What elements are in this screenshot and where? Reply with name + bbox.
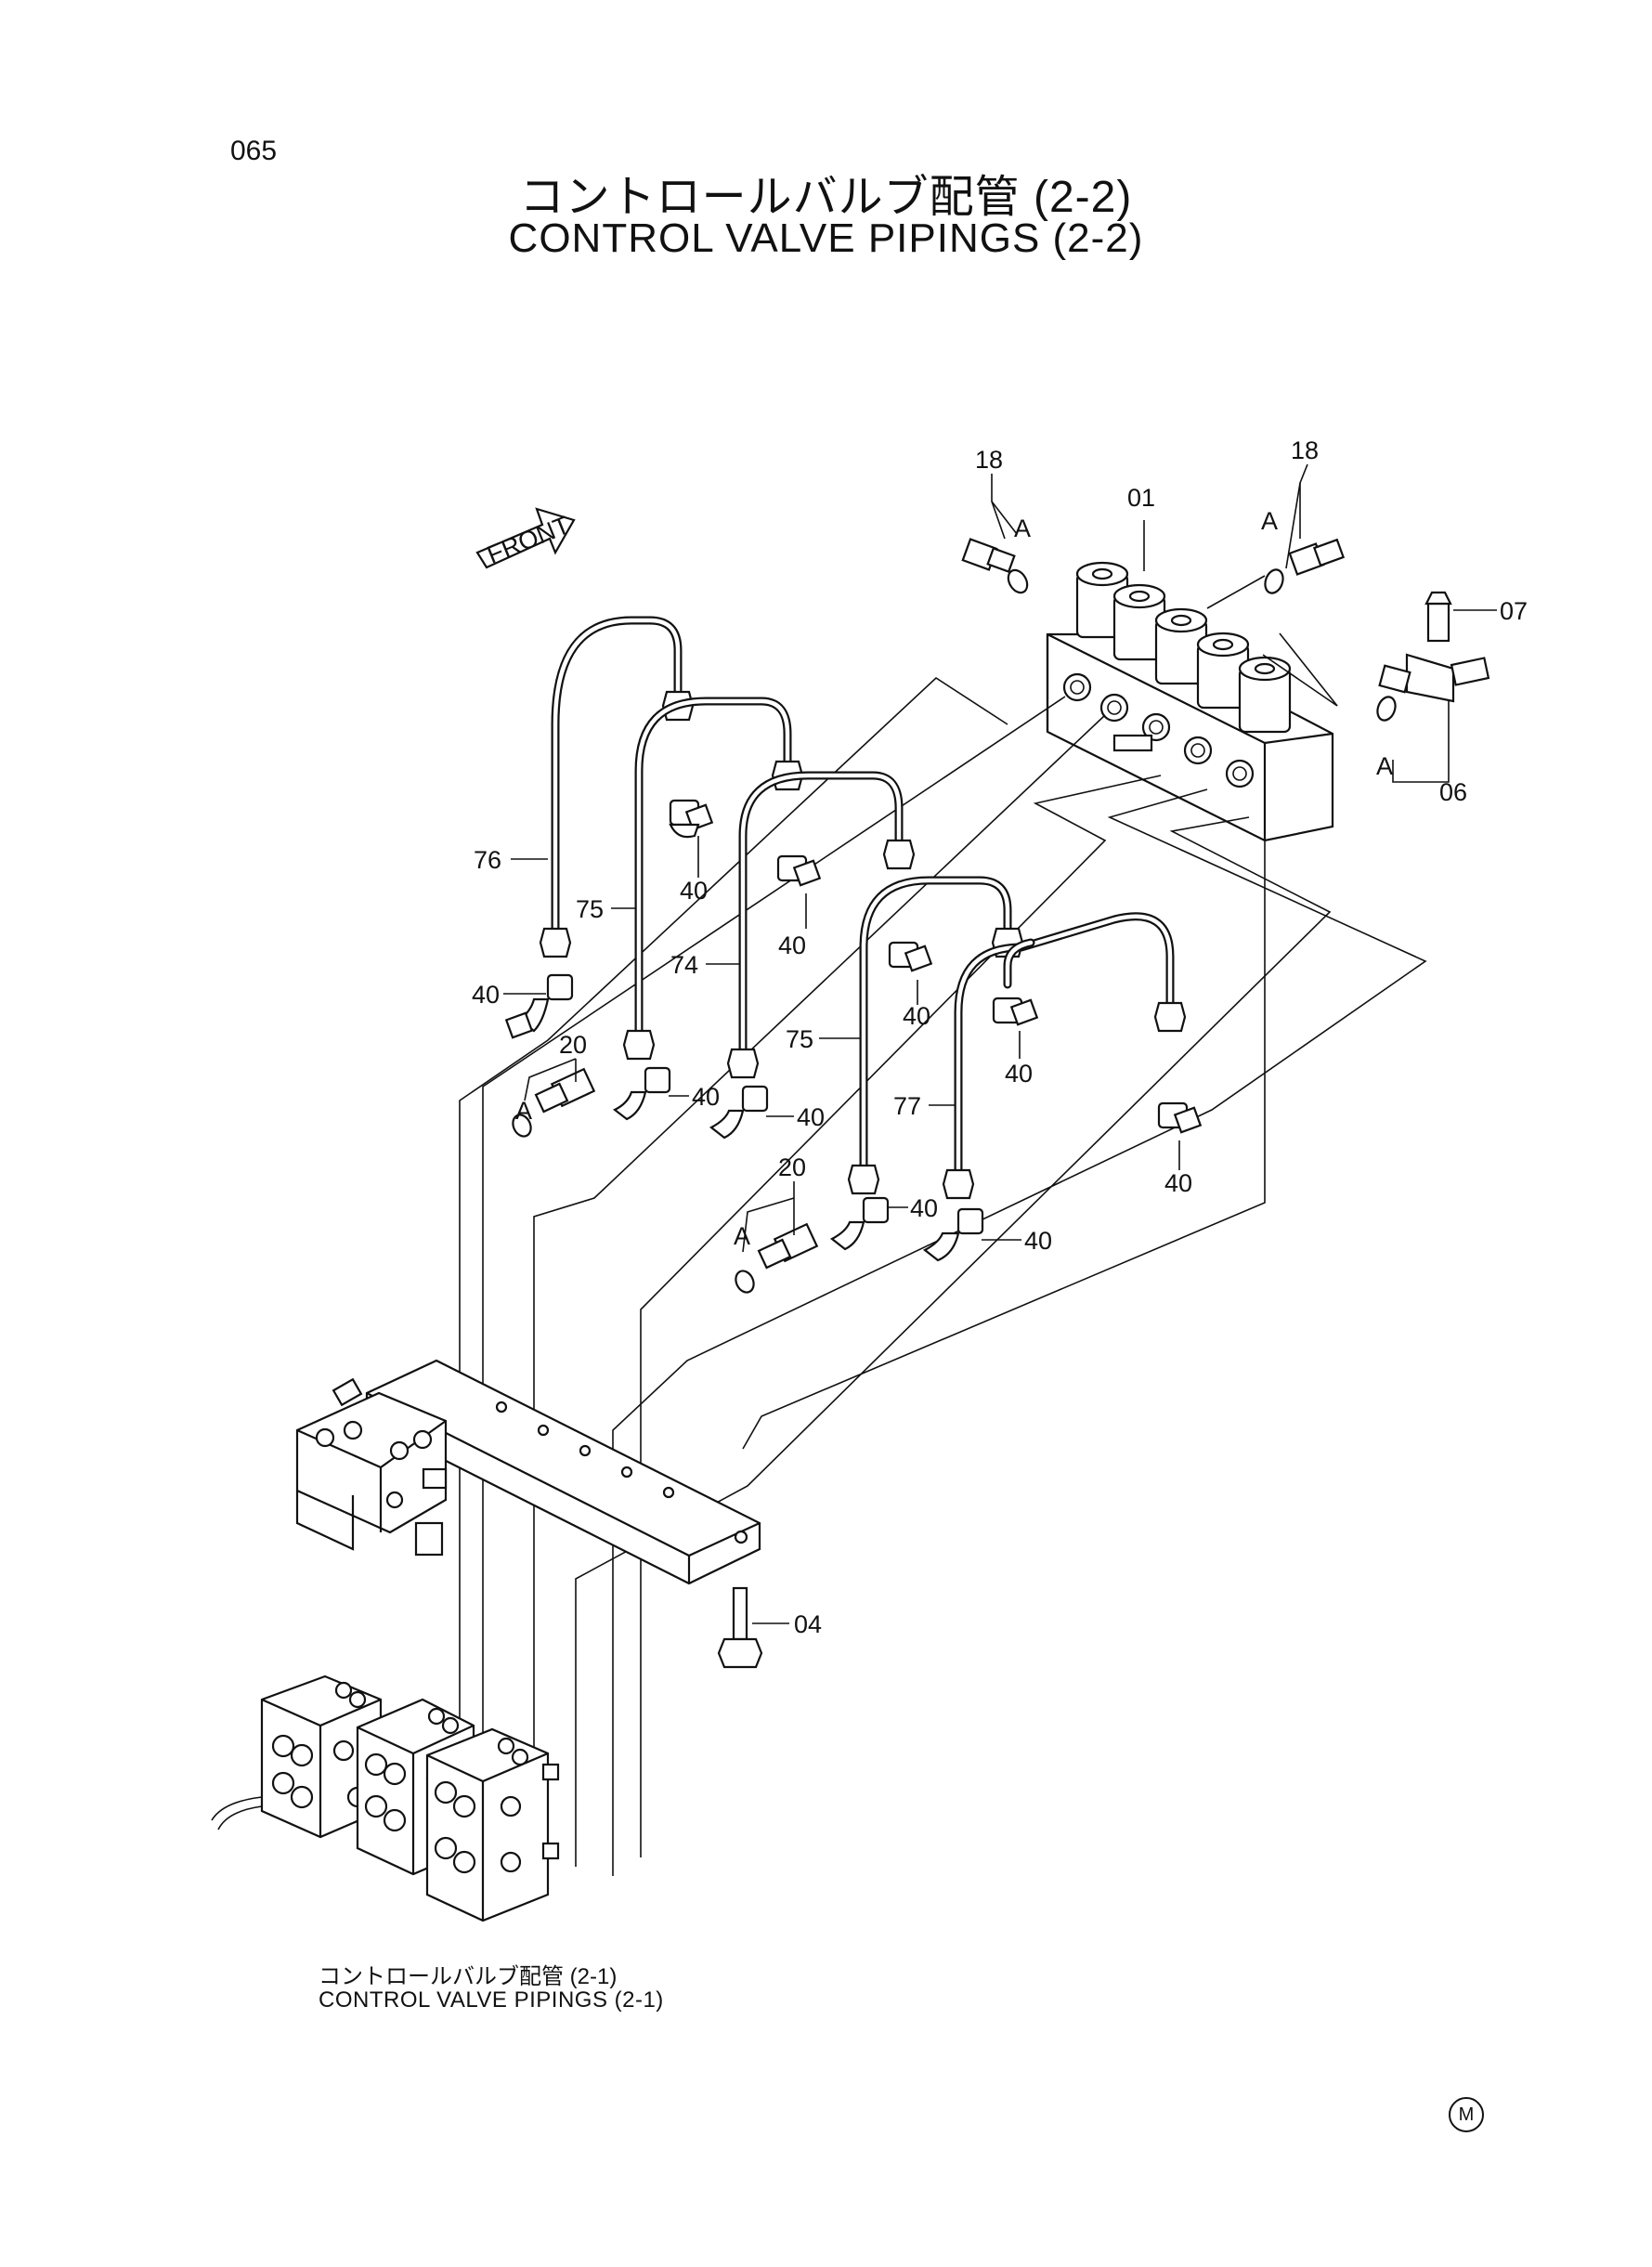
callout-40-b: 40 bbox=[778, 932, 806, 959]
pipe-74 bbox=[726, 771, 916, 1079]
callout-40-f: 40 bbox=[472, 981, 500, 1009]
o-ring-icon bbox=[1007, 568, 1029, 594]
callout-a-left-top: A bbox=[1014, 515, 1031, 542]
front-arrow-icon: FRONT bbox=[475, 507, 576, 569]
callout-74: 74 bbox=[670, 951, 698, 979]
connection-lines bbox=[459, 676, 1427, 1876]
callout-18-right: 18 bbox=[1291, 436, 1319, 464]
callout-a-upper: A bbox=[515, 1097, 532, 1125]
callout-07: 07 bbox=[1500, 597, 1528, 625]
callout-40-e: 40 bbox=[1164, 1169, 1192, 1197]
callout-04: 04 bbox=[794, 1610, 822, 1638]
side-valve-block bbox=[295, 1377, 448, 1557]
adapter-18-left: 18 A bbox=[961, 446, 1031, 594]
callout-40-j: 40 bbox=[1024, 1227, 1052, 1255]
callout-40-c: 40 bbox=[903, 1002, 930, 1030]
callout-75-upper: 75 bbox=[576, 895, 604, 923]
adapter-20-lower: 20 A bbox=[734, 1153, 819, 1294]
bolt-04: 04 bbox=[717, 1586, 822, 1669]
callout-20-lower: 20 bbox=[778, 1153, 806, 1181]
adapter-20-upper: 20 A bbox=[512, 1031, 596, 1138]
callout-76: 76 bbox=[474, 846, 501, 874]
callout-75-lower: 75 bbox=[786, 1025, 813, 1053]
callout-a-lower: A bbox=[734, 1222, 750, 1250]
callout-01: 01 bbox=[1127, 484, 1155, 512]
callout-40-d: 40 bbox=[1005, 1060, 1033, 1088]
pipe-75-upper bbox=[622, 697, 804, 1061]
callout-a-right-top: A bbox=[1261, 507, 1278, 535]
callout-40-g: 40 bbox=[692, 1083, 720, 1111]
callout-40-h: 40 bbox=[797, 1103, 825, 1131]
page-number: 065 bbox=[230, 136, 278, 166]
solenoid-valve-block bbox=[1046, 561, 1334, 842]
circled-m-mark: M bbox=[1449, 2097, 1484, 2132]
elbow-fittings bbox=[504, 799, 1203, 1262]
front-arrow-label: FRONT bbox=[483, 511, 573, 569]
callout-18-left: 18 bbox=[975, 446, 1003, 474]
reference-title-japanese: コントロールバルブ配管 (2-1) bbox=[319, 1964, 618, 1989]
callout-06: 06 bbox=[1439, 778, 1467, 806]
reference-title-english: CONTROL VALVE PIPINGS (2-1) bbox=[319, 1987, 664, 2013]
adapter-18-right: 18 A bbox=[1261, 436, 1346, 594]
pipe-75-lower bbox=[847, 876, 1024, 1195]
lower-valve-bank bbox=[211, 1674, 560, 1922]
page-title-japanese: コントロールバルブ配管 (2-2) bbox=[519, 173, 1133, 222]
callout-40-i: 40 bbox=[910, 1194, 938, 1222]
page-title-english: CONTROL VALVE PIPINGS (2-2) bbox=[508, 215, 1144, 261]
callout-40-a: 40 bbox=[680, 877, 708, 905]
pipe-77 bbox=[942, 912, 1187, 1200]
callout-20-upper: 20 bbox=[559, 1031, 587, 1059]
callout-a-tee: A bbox=[1376, 752, 1393, 780]
tee-fitting-06: 07 06 A bbox=[1376, 591, 1528, 806]
pipe-76 bbox=[539, 616, 695, 958]
callout-77: 77 bbox=[893, 1092, 921, 1120]
